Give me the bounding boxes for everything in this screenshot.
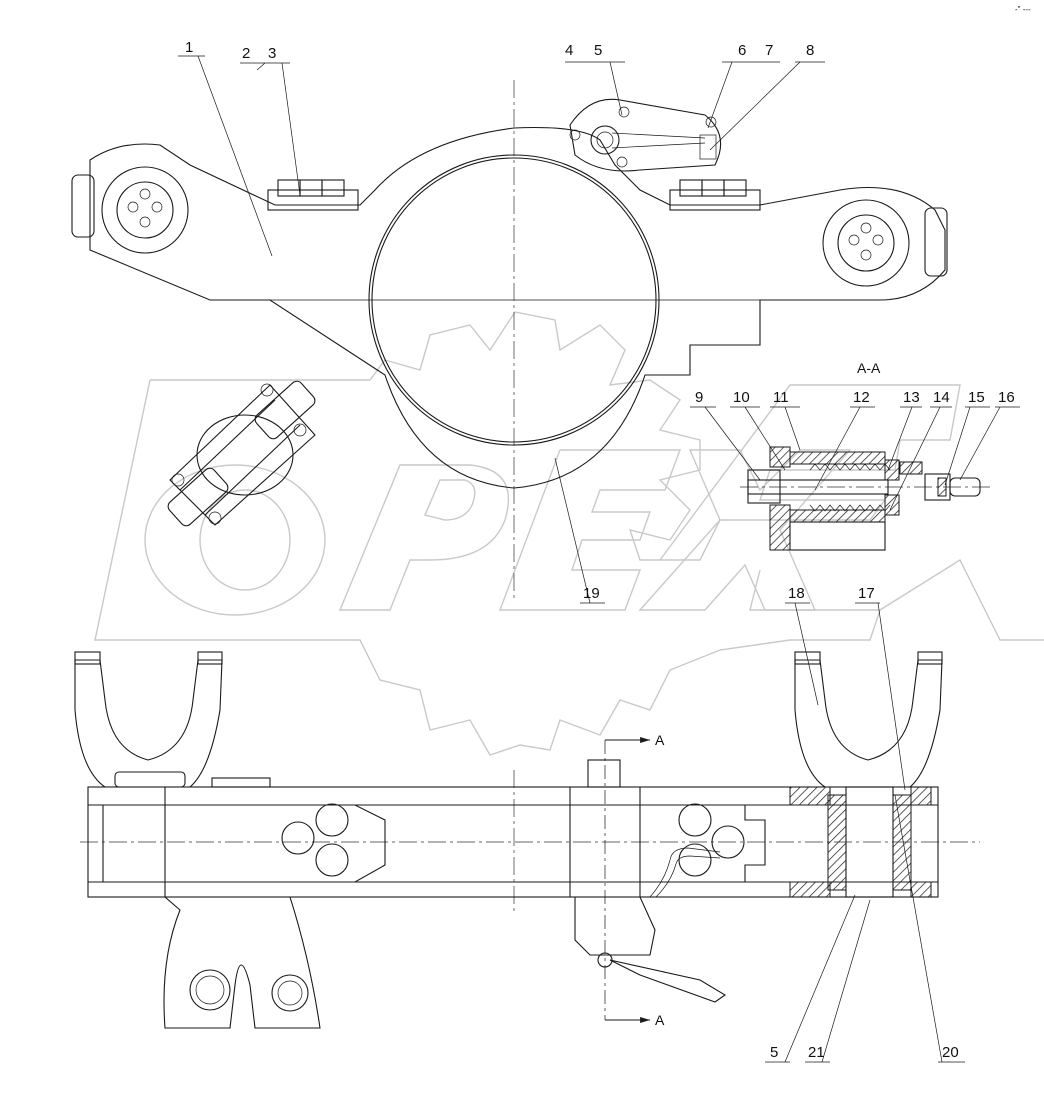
callout-11: 11 <box>773 389 789 406</box>
clamp-assembly <box>167 380 316 527</box>
callout-4: 4 <box>565 42 573 59</box>
section-title: A-A <box>857 360 881 376</box>
callout-10: 10 <box>733 389 750 406</box>
callout-13: 13 <box>903 389 920 406</box>
lever-housing <box>587 759 621 788</box>
right-pin-boss <box>822 199 910 287</box>
bottom-view <box>74 651 980 1029</box>
callout-20: 20 <box>942 1044 959 1061</box>
callout-21: 21 <box>808 1044 825 1061</box>
section-cut-marker: A A <box>604 732 665 1028</box>
callout-17: 17 <box>858 585 875 602</box>
bolt-group-right <box>669 189 761 211</box>
yoke-left <box>74 659 223 788</box>
frame <box>87 786 939 898</box>
callout-2: 2 <box>242 45 250 62</box>
locking-plate <box>569 98 722 172</box>
callout-1: 1 <box>185 39 193 56</box>
top-view <box>71 80 948 915</box>
hub-circle-inner <box>371 157 657 443</box>
callout-3: 3 <box>268 45 276 62</box>
section-marker-bottom: A <box>655 1012 665 1028</box>
callout-14: 14 <box>933 389 950 406</box>
section-a-a: A-A <box>740 360 990 551</box>
callout-8: 8 <box>806 42 814 59</box>
callout-12: 12 <box>853 389 870 406</box>
bolt-group-left <box>267 189 359 211</box>
callout-5-bottom: 5 <box>770 1044 778 1061</box>
callout-labels: 1 2 3 4 5 6 7 8 9 10 11 12 13 14 15 16 1… <box>185 5 1031 1061</box>
yoke-right <box>794 659 943 788</box>
callout-19: 19 <box>583 585 600 602</box>
balance-beam-body <box>89 126 946 489</box>
callout-leaders <box>178 55 1020 1063</box>
top-right-mark: -" --- <box>1015 5 1031 14</box>
hub-circle-outer <box>368 154 660 446</box>
callout-7: 7 <box>765 42 773 59</box>
callout-15: 15 <box>968 389 985 406</box>
section-marker-top: A <box>655 732 665 748</box>
lower-bracket <box>163 896 321 1029</box>
callout-9: 9 <box>695 389 703 406</box>
callout-16: 16 <box>998 389 1015 406</box>
left-pin-boss <box>101 166 189 254</box>
callout-5: 5 <box>594 42 602 59</box>
callout-18: 18 <box>788 585 805 602</box>
watermark-logo <box>94 311 1044 756</box>
callout-6: 6 <box>738 42 746 59</box>
